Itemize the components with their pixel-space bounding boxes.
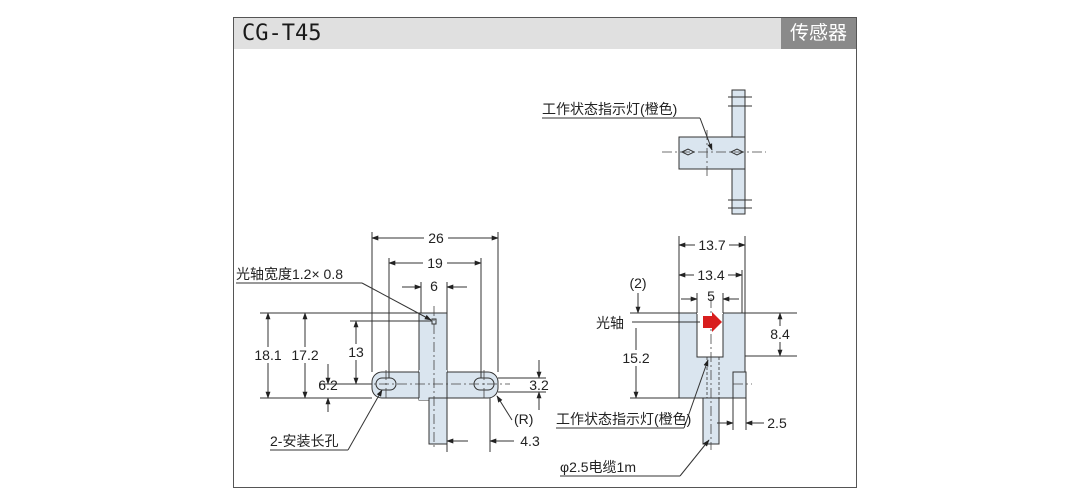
dim-18-1: 18.1 bbox=[254, 347, 281, 363]
dim-8-4: 8.4 bbox=[770, 326, 790, 342]
top-view: 工作状态指示灯(橙色) bbox=[542, 89, 766, 215]
indicator-lamp-icon bbox=[729, 148, 745, 156]
dim-6: 6 bbox=[430, 278, 438, 294]
dim-4-3: 4.3 bbox=[520, 433, 540, 449]
front-cable bbox=[428, 397, 448, 445]
dim-6-2: 6.2 bbox=[318, 377, 338, 393]
optical-axis-arrow-icon bbox=[703, 312, 722, 332]
dim-paren-2: (2) bbox=[629, 275, 646, 291]
front-view: 26 19 6 18.1 17.2 13 6.2 3.2 4.3 bbox=[236, 230, 549, 452]
indicator-lamp-icon bbox=[680, 148, 696, 156]
optical-axis-label: 光轴 bbox=[596, 315, 624, 331]
optical-width-label: 光轴宽度1.2× 0.8 bbox=[236, 266, 343, 282]
cable-label: φ2.5电缆1m bbox=[560, 459, 636, 475]
mount-slots-label: 2-安装长孔 bbox=[270, 433, 338, 449]
title-bar: CG-T45 传感器 bbox=[234, 18, 856, 49]
dim-5: 5 bbox=[707, 288, 715, 304]
top-view-block bbox=[678, 136, 746, 170]
dim-17-2: 17.2 bbox=[291, 347, 318, 363]
indicator-label-top: 工作状态指示灯(橙色) bbox=[542, 101, 677, 117]
side-flange bbox=[732, 371, 747, 399]
dim-15-2: 15.2 bbox=[622, 350, 649, 366]
indicator-label-side: 工作状态指示灯(橙色) bbox=[556, 411, 691, 427]
dim-13-7: 13.7 bbox=[698, 237, 725, 253]
side-view: 13.7 13.4 (2) 5 8.4 15.2 2.5 光轴 工作状态指示灯(… bbox=[556, 236, 797, 477]
dim-13: 13 bbox=[348, 344, 364, 360]
dim-19: 19 bbox=[427, 255, 443, 271]
dim-26: 26 bbox=[428, 230, 444, 246]
category-badge: 传感器 bbox=[780, 18, 856, 49]
drawing-frame: CG-T45 传感器 bbox=[233, 17, 857, 488]
dim-2-5: 2.5 bbox=[767, 415, 787, 431]
model-name: CG-T45 bbox=[242, 21, 322, 46]
dim-13-4: 13.4 bbox=[697, 267, 724, 283]
radius-label: (R) bbox=[514, 411, 533, 427]
dim-3-2: 3.2 bbox=[529, 377, 549, 393]
